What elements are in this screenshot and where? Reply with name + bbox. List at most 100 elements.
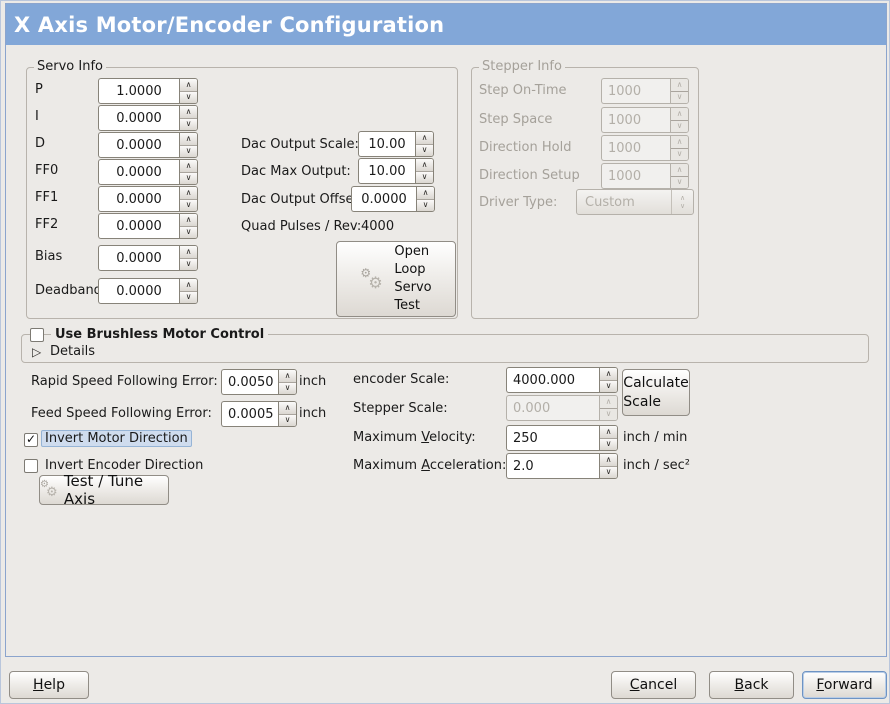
- spin-down-icon[interactable]: ∨: [180, 91, 197, 103]
- spin-down-icon[interactable]: ∨: [180, 226, 197, 238]
- spin-down-icon[interactable]: ∨: [180, 118, 197, 130]
- use-brushless-checkbox[interactable]: [30, 328, 44, 342]
- invert-encoder-checkbox[interactable]: [24, 459, 38, 473]
- spin-up-icon[interactable]: ∧: [180, 214, 197, 227]
- spinbox-rapid-following-error[interactable]: 0.0050 ∧∨: [221, 369, 297, 395]
- spin-down-icon[interactable]: ∨: [279, 414, 296, 426]
- spin-up-icon[interactable]: ∧: [279, 402, 296, 415]
- calculate-scale-button[interactable]: Calculate Scale: [622, 369, 690, 416]
- spin-up-icon[interactable]: ∧: [180, 246, 197, 259]
- spin-down-icon[interactable]: ∨: [180, 145, 197, 157]
- use-brushless-label[interactable]: Use Brushless Motor Control: [51, 327, 269, 342]
- spinbox-deadband[interactable]: 0.0000 ∧∨: [98, 278, 198, 304]
- unit-acceleration: inch / sec²: [623, 458, 691, 473]
- spin-down-icon[interactable]: ∨: [416, 171, 433, 183]
- back-button[interactable]: Back: [709, 671, 794, 699]
- spin-up-icon: ∧: [671, 164, 688, 177]
- label-ff2: FF2: [35, 217, 59, 232]
- spinbox-d[interactable]: 0.0000 ∧∨: [98, 132, 198, 158]
- spin-down-icon[interactable]: ∨: [180, 199, 197, 211]
- label-encoder-scale: encoder Scale:: [353, 372, 450, 387]
- label-direction-hold: Direction Hold: [479, 140, 572, 155]
- spin-down-icon[interactable]: ∨: [600, 438, 617, 450]
- spin-down-icon[interactable]: ∨: [416, 144, 433, 156]
- invert-motor-checkbox[interactable]: ✓: [24, 432, 38, 447]
- calculate-scale-label: Calculate Scale: [623, 374, 689, 410]
- label-step-on-time: Step On-Time: [479, 83, 567, 98]
- spin-down-icon[interactable]: ∨: [180, 258, 197, 270]
- page-title: X Axis Motor/Encoder Configuration: [14, 12, 445, 37]
- spin-down-icon[interactable]: ∨: [180, 172, 197, 184]
- spinbox-ff1[interactable]: 0.0000 ∧∨: [98, 186, 198, 212]
- value-quad-pulses: 4000: [361, 219, 395, 234]
- spin-down-icon[interactable]: ∨: [180, 291, 197, 303]
- spin-down-icon[interactable]: ∨: [600, 466, 617, 478]
- spinbox-direction-hold: 1000 ∧∨: [601, 135, 689, 161]
- forward-button-label: Forward: [816, 677, 873, 693]
- label-p: P: [35, 82, 43, 97]
- label-bias: Bias: [35, 249, 63, 264]
- spin-up-icon: ∧: [671, 108, 688, 121]
- spin-up-icon[interactable]: ∧: [180, 160, 197, 173]
- spinbox-maximum-velocity[interactable]: 250 ∧∨: [506, 425, 618, 451]
- gears-icon: ⚙⚙: [40, 479, 58, 500]
- spin-up-icon[interactable]: ∧: [180, 79, 197, 92]
- forward-button[interactable]: Forward: [802, 671, 887, 699]
- invert-motor-label[interactable]: Invert Motor Direction: [41, 430, 192, 447]
- combo-arrows-icon: ∧∨: [671, 190, 693, 214]
- spinbox-step-on-time: 1000 ∧∨: [601, 78, 689, 104]
- spin-up-icon[interactable]: ∧: [180, 187, 197, 200]
- spin-down-icon[interactable]: ∨: [600, 380, 617, 392]
- details-expander-icon[interactable]: ▷: [32, 345, 42, 359]
- cancel-button[interactable]: Cancel: [611, 671, 696, 699]
- spin-down-icon[interactable]: ∨: [279, 382, 296, 394]
- title-bar: X Axis Motor/Encoder Configuration: [6, 4, 886, 45]
- spinbox-p[interactable]: 1.0000 ∧∨: [98, 78, 198, 104]
- back-button-label: Back: [734, 677, 769, 693]
- test-tune-axis-button[interactable]: ⚙⚙ Test / Tune Axis: [39, 472, 169, 508]
- label-dac-max-output: Dac Max Output:: [241, 164, 351, 179]
- spinbox-step-space: 1000 ∧∨: [601, 107, 689, 133]
- spin-down-icon: ∨: [671, 91, 688, 103]
- spinbox-dac-output-scale[interactable]: 10.00 ∧∨: [358, 131, 434, 157]
- label-stepper-scale: Stepper Scale:: [353, 401, 448, 416]
- spinbox-feed-following-error[interactable]: 0.0005 ∧∨: [221, 401, 297, 427]
- spin-up-icon: ∧: [671, 79, 688, 92]
- label-quad-pulses: Quad Pulses / Rev:: [241, 219, 362, 234]
- spinbox-stepper-scale: 0.000 ∧∨: [506, 395, 618, 421]
- spin-up-icon[interactable]: ∧: [180, 106, 197, 119]
- spin-down-icon: ∨: [671, 176, 688, 188]
- driver-type-combobox: Custom ∧∨: [576, 189, 694, 215]
- spin-up-icon[interactable]: ∧: [416, 159, 433, 172]
- spinbox-bias[interactable]: 0.0000 ∧∨: [98, 245, 198, 271]
- open-loop-servo-test-button[interactable]: ⚙⚙ Open Loop Servo Test: [336, 241, 456, 317]
- invert-encoder-label[interactable]: Invert Encoder Direction: [45, 458, 204, 473]
- spinbox-maximum-acceleration[interactable]: 2.0 ∧∨: [506, 453, 618, 479]
- spinbox-encoder-scale[interactable]: 4000.000 ∧∨: [506, 367, 618, 393]
- spin-down-icon: ∨: [600, 408, 617, 420]
- spin-up-icon[interactable]: ∧: [180, 133, 197, 146]
- spin-up-icon[interactable]: ∧: [600, 368, 617, 381]
- help-button[interactable]: Help: [9, 671, 89, 699]
- help-button-label: Help: [33, 677, 65, 693]
- checkmark-icon: ✓: [25, 432, 37, 446]
- label-ff0: FF0: [35, 163, 59, 178]
- servo-info-frame: Servo Info: [26, 59, 458, 319]
- spinbox-direction-setup: 1000 ∧∨: [601, 163, 689, 189]
- spin-down-icon[interactable]: ∨: [417, 199, 434, 211]
- spinbox-dac-output-offset[interactable]: 0.0000 ∧∨: [351, 186, 435, 212]
- spin-up-icon[interactable]: ∧: [600, 426, 617, 439]
- spinbox-ff0[interactable]: 0.0000 ∧∨: [98, 159, 198, 185]
- spinbox-i[interactable]: 0.0000 ∧∨: [98, 105, 198, 131]
- spinbox-ff2[interactable]: 0.0000 ∧∨: [98, 213, 198, 239]
- label-d: D: [35, 136, 46, 151]
- spin-up-icon[interactable]: ∧: [417, 187, 434, 200]
- unit-feed-inch: inch: [299, 406, 327, 421]
- spin-up-icon[interactable]: ∧: [416, 132, 433, 145]
- details-expander-label[interactable]: Details: [50, 344, 96, 359]
- spin-up-icon[interactable]: ∧: [279, 370, 296, 383]
- spin-up-icon[interactable]: ∧: [180, 279, 197, 292]
- spin-up-icon[interactable]: ∧: [600, 454, 617, 467]
- spinbox-dac-max-output[interactable]: 10.00 ∧∨: [358, 158, 434, 184]
